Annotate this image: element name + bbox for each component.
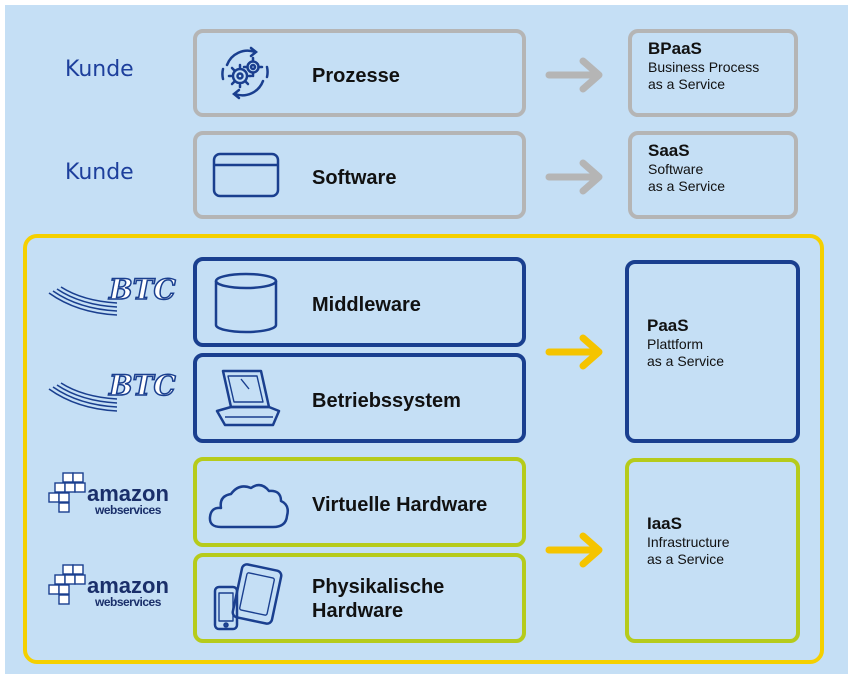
btc-logo-text: BTC <box>108 368 176 403</box>
aws-logo-webservices: webservices <box>95 503 161 517</box>
window-icon <box>212 152 280 198</box>
layer-betriebssystem-box: Betriebssystem <box>193 353 526 443</box>
layer-middleware-box: Middleware <box>193 257 526 347</box>
service-paas-line2: as a Service <box>647 353 725 369</box>
database-cylinder-icon <box>214 272 278 334</box>
service-iaas-title: IaaS <box>647 514 682 533</box>
managed-layers-frame <box>23 234 824 664</box>
layer-virtuelle-hardware-label: Virtuelle Hardware <box>312 494 488 516</box>
yellow-arrow-icon <box>545 334 603 370</box>
service-paas-title: PaaS <box>647 316 689 335</box>
provider-kunde-label: Kunde <box>65 57 134 82</box>
layer-physikalische-hardware-box: Physikalische Hardware <box>193 553 526 643</box>
grey-arrow-icon <box>545 57 603 93</box>
service-saas-box: SaaS Software as a Service <box>628 131 798 219</box>
layer-software-label: Software <box>312 167 397 189</box>
gears-cycle-icon <box>221 46 269 100</box>
service-saas-title: SaaS <box>648 141 690 160</box>
service-saas-line2: as a Service <box>648 178 726 194</box>
service-bpaas-line2: as a Service <box>648 76 726 92</box>
service-iaas-line2: as a Service <box>647 551 725 567</box>
service-bpaas-title: BPaaS <box>648 39 702 58</box>
service-iaas-line1: Infrastructure <box>647 534 730 550</box>
service-paas-box: PaaS Plattform as a Service <box>625 260 800 443</box>
btc-logo: BTC <box>47 272 177 321</box>
yellow-arrow-icon <box>545 532 603 568</box>
service-iaas-box: IaaS Infrastructure as a Service <box>625 458 800 643</box>
service-bpaas-line1: Business Process <box>648 59 760 75</box>
service-saas-line1: Software <box>648 161 704 177</box>
layer-virtuelle-hardware-box: Virtuelle Hardware <box>193 457 526 547</box>
layer-prozesse-label: Prozesse <box>312 65 400 87</box>
service-paas-line1: Plattform <box>647 336 704 352</box>
layer-prozesse-box: Prozesse <box>193 29 526 117</box>
aws-logo: amazon webservices <box>45 561 175 611</box>
grey-arrow-icon <box>545 159 603 195</box>
btc-logo-text: BTC <box>108 272 176 307</box>
aws-logo-amazon: amazon <box>87 573 169 598</box>
cloud-icon <box>208 483 289 529</box>
service-bpaas-box: BPaaS Business Process as a Service <box>628 29 798 117</box>
aws-logo-webservices: webservices <box>95 595 161 609</box>
btc-logo: BTC <box>47 368 177 417</box>
provider-kunde-label: Kunde <box>65 160 134 185</box>
aws-logo-amazon: amazon <box>87 481 169 506</box>
layer-betriebssystem-label: Betriebssystem <box>312 390 461 412</box>
layer-physikalische-hardware-label-line2: Hardware <box>312 600 404 622</box>
layer-physikalische-hardware-label-line1: Physikalische <box>312 576 445 598</box>
aws-logo: amazon webservices <box>45 469 175 519</box>
cloud-service-layers-diagram: Kunde Prozesse BPaaS Business Proces <box>5 5 848 674</box>
devices-icon <box>213 563 283 631</box>
laptop-icon <box>215 369 281 427</box>
layer-software-box: Software <box>193 131 526 219</box>
layer-middleware-label: Middleware <box>312 294 421 316</box>
